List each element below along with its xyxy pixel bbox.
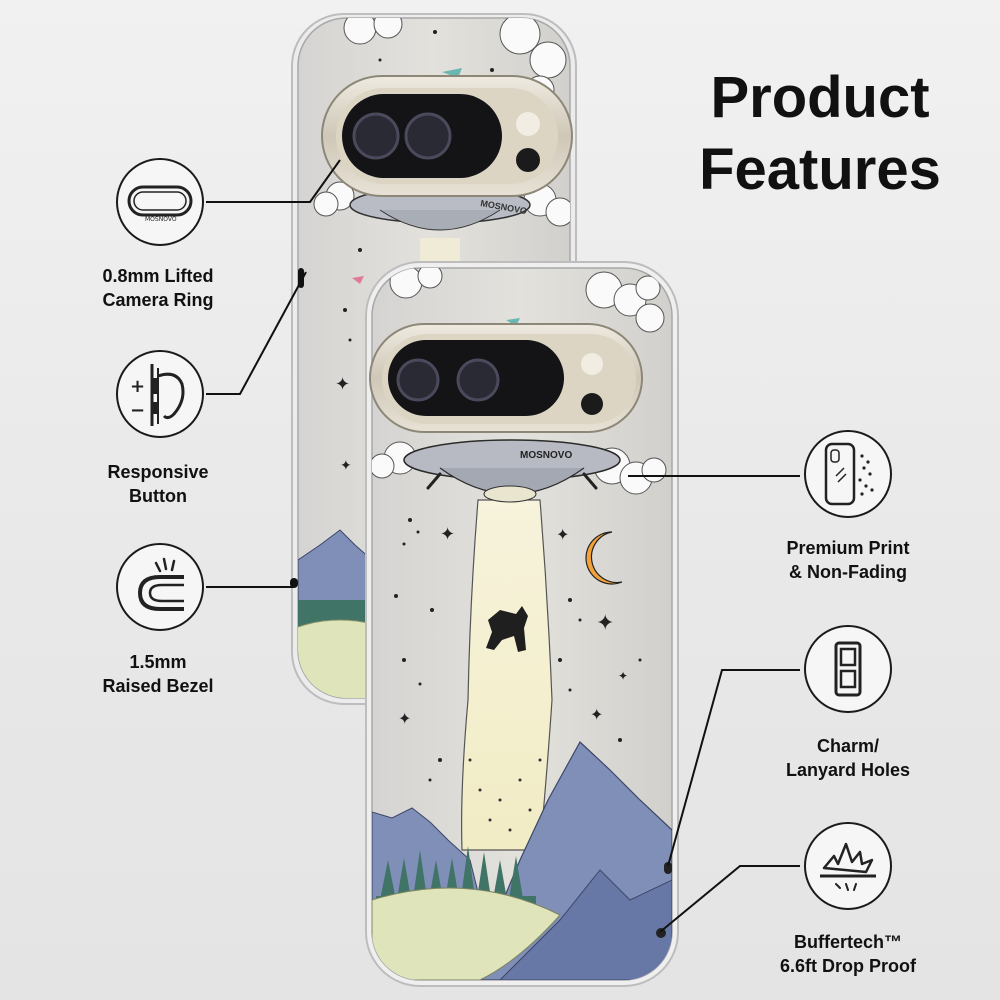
- drop-point: [656, 928, 666, 938]
- drop-proof-label: Buffertech™ 6.6ft Drop Proof: [779, 932, 916, 976]
- raised-bezel-label: 1.5mm Raised Bezel: [102, 652, 214, 696]
- svg-text:✦: ✦: [618, 669, 628, 683]
- premium-print-icon: [824, 442, 874, 506]
- front-brand-print: MOSNOVO: [520, 450, 572, 461]
- back-bezel-point: [290, 578, 298, 588]
- svg-text:✦: ✦: [440, 524, 455, 544]
- camera-ring-icon: MOSNOVO: [127, 185, 193, 223]
- callout-drop-proof: [659, 865, 800, 933]
- svg-text:−: −: [130, 400, 145, 421]
- raised-bezel-feature: [116, 543, 204, 631]
- svg-text:✦: ✦: [398, 711, 411, 728]
- headline-line1: Product: [710, 65, 930, 130]
- lanyard-holes-feature: [804, 625, 892, 713]
- page-headline: Product Features: [660, 62, 980, 206]
- svg-text:+: +: [130, 376, 145, 397]
- svg-text:✦: ✦: [340, 457, 352, 473]
- camera-ring-label: 0.8mm Lifted Camera Ring: [102, 266, 214, 310]
- lanyard-hole: [664, 862, 672, 874]
- responsive-button-feature: + −: [116, 350, 204, 438]
- callout-lines: [206, 159, 800, 933]
- callout-responsive-button: [206, 271, 307, 395]
- svg-text:✦: ✦: [596, 610, 614, 635]
- front-phone-case: ✦ ✦ ✦ ✦ ✦ ✦ MOSNOVO: [290, 261, 679, 987]
- moon: [585, 531, 623, 585]
- camera-ring-feature: MOSNOVO: [116, 158, 204, 246]
- ufo-beam: [461, 499, 553, 851]
- raised-bezel-icon: [137, 557, 184, 611]
- camera-ring-print: MOSNOVO: [145, 216, 177, 223]
- callout-lanyard-holes: [667, 669, 800, 867]
- headline-line2: Features: [699, 137, 941, 202]
- responsive-button-icon: + −: [130, 364, 185, 426]
- callout-camera-ring: [206, 159, 341, 203]
- meadow: [372, 887, 561, 980]
- drop-proof-feature: [804, 822, 892, 910]
- lanyard-holes-icon: [834, 641, 862, 697]
- responsive-button-label: Responsive Button: [107, 462, 209, 506]
- svg-text:✦: ✦: [556, 527, 569, 544]
- drop-proof-icon: [820, 842, 876, 891]
- svg-text:✦: ✦: [590, 707, 603, 724]
- cow-silhouette: [486, 606, 528, 652]
- premium-print-label: Premium Print & Non-Fading: [786, 538, 910, 582]
- premium-print-feature: [804, 430, 892, 518]
- svg-text:✦: ✦: [335, 374, 350, 394]
- lanyard-holes-label: Charm/ Lanyard Holes: [785, 736, 911, 780]
